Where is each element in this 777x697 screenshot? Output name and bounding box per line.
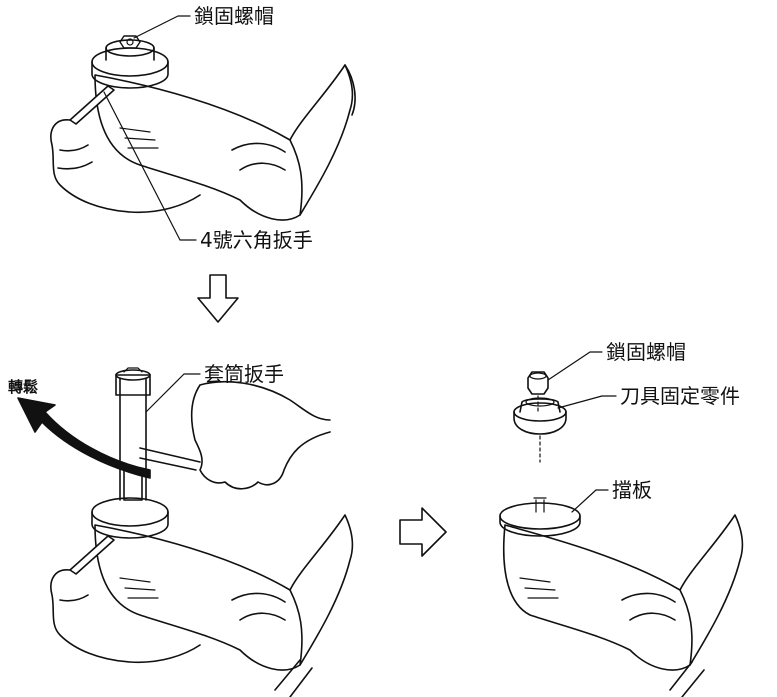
socket-wrench [119, 377, 147, 501]
top-gear-disk [91, 47, 169, 77]
top-illustration [50, 15, 356, 241]
leader-hex-wrench [103, 91, 197, 241]
bottom-right-hand [190, 380, 331, 490]
label-hex-wrench: 4號六角扳手 [200, 228, 313, 252]
leader-guard-plate [571, 489, 609, 513]
leader-lock-nut-right [547, 351, 603, 381]
label-lock-nut-top: 鎖固螺帽 [194, 4, 274, 28]
top-hand [50, 119, 201, 214]
guard-plate [499, 502, 581, 530]
label-blade-holder: 刀具固定零件 [620, 384, 740, 408]
leader-blade-holder [557, 395, 617, 409]
label-lock-nut-right: 鎖固螺帽 [606, 340, 686, 364]
label-guard-plate: 擋板 [612, 478, 652, 502]
leader-lock-nut-top [133, 15, 191, 39]
exploded-lock-nut [527, 371, 549, 395]
leader-socket-wrench [145, 373, 201, 413]
right-arrow [399, 507, 447, 557]
bottom-trimmer-body [94, 514, 354, 671]
bottom-left-illustration [17, 367, 354, 697]
top-lock-nut [119, 35, 141, 49]
exploded-illustration [499, 351, 744, 697]
label-socket-wrench: 套筒扳手 [204, 362, 284, 386]
bottom-gear-disk [91, 497, 169, 527]
top-trimmer-body [94, 64, 354, 221]
down-arrow [197, 274, 239, 323]
exploded-trimmer-body [502, 514, 744, 671]
loosen-arrow [17, 397, 151, 479]
label-loosen: 轉鬆 [8, 378, 39, 396]
top-hex-wrench [69, 85, 115, 125]
